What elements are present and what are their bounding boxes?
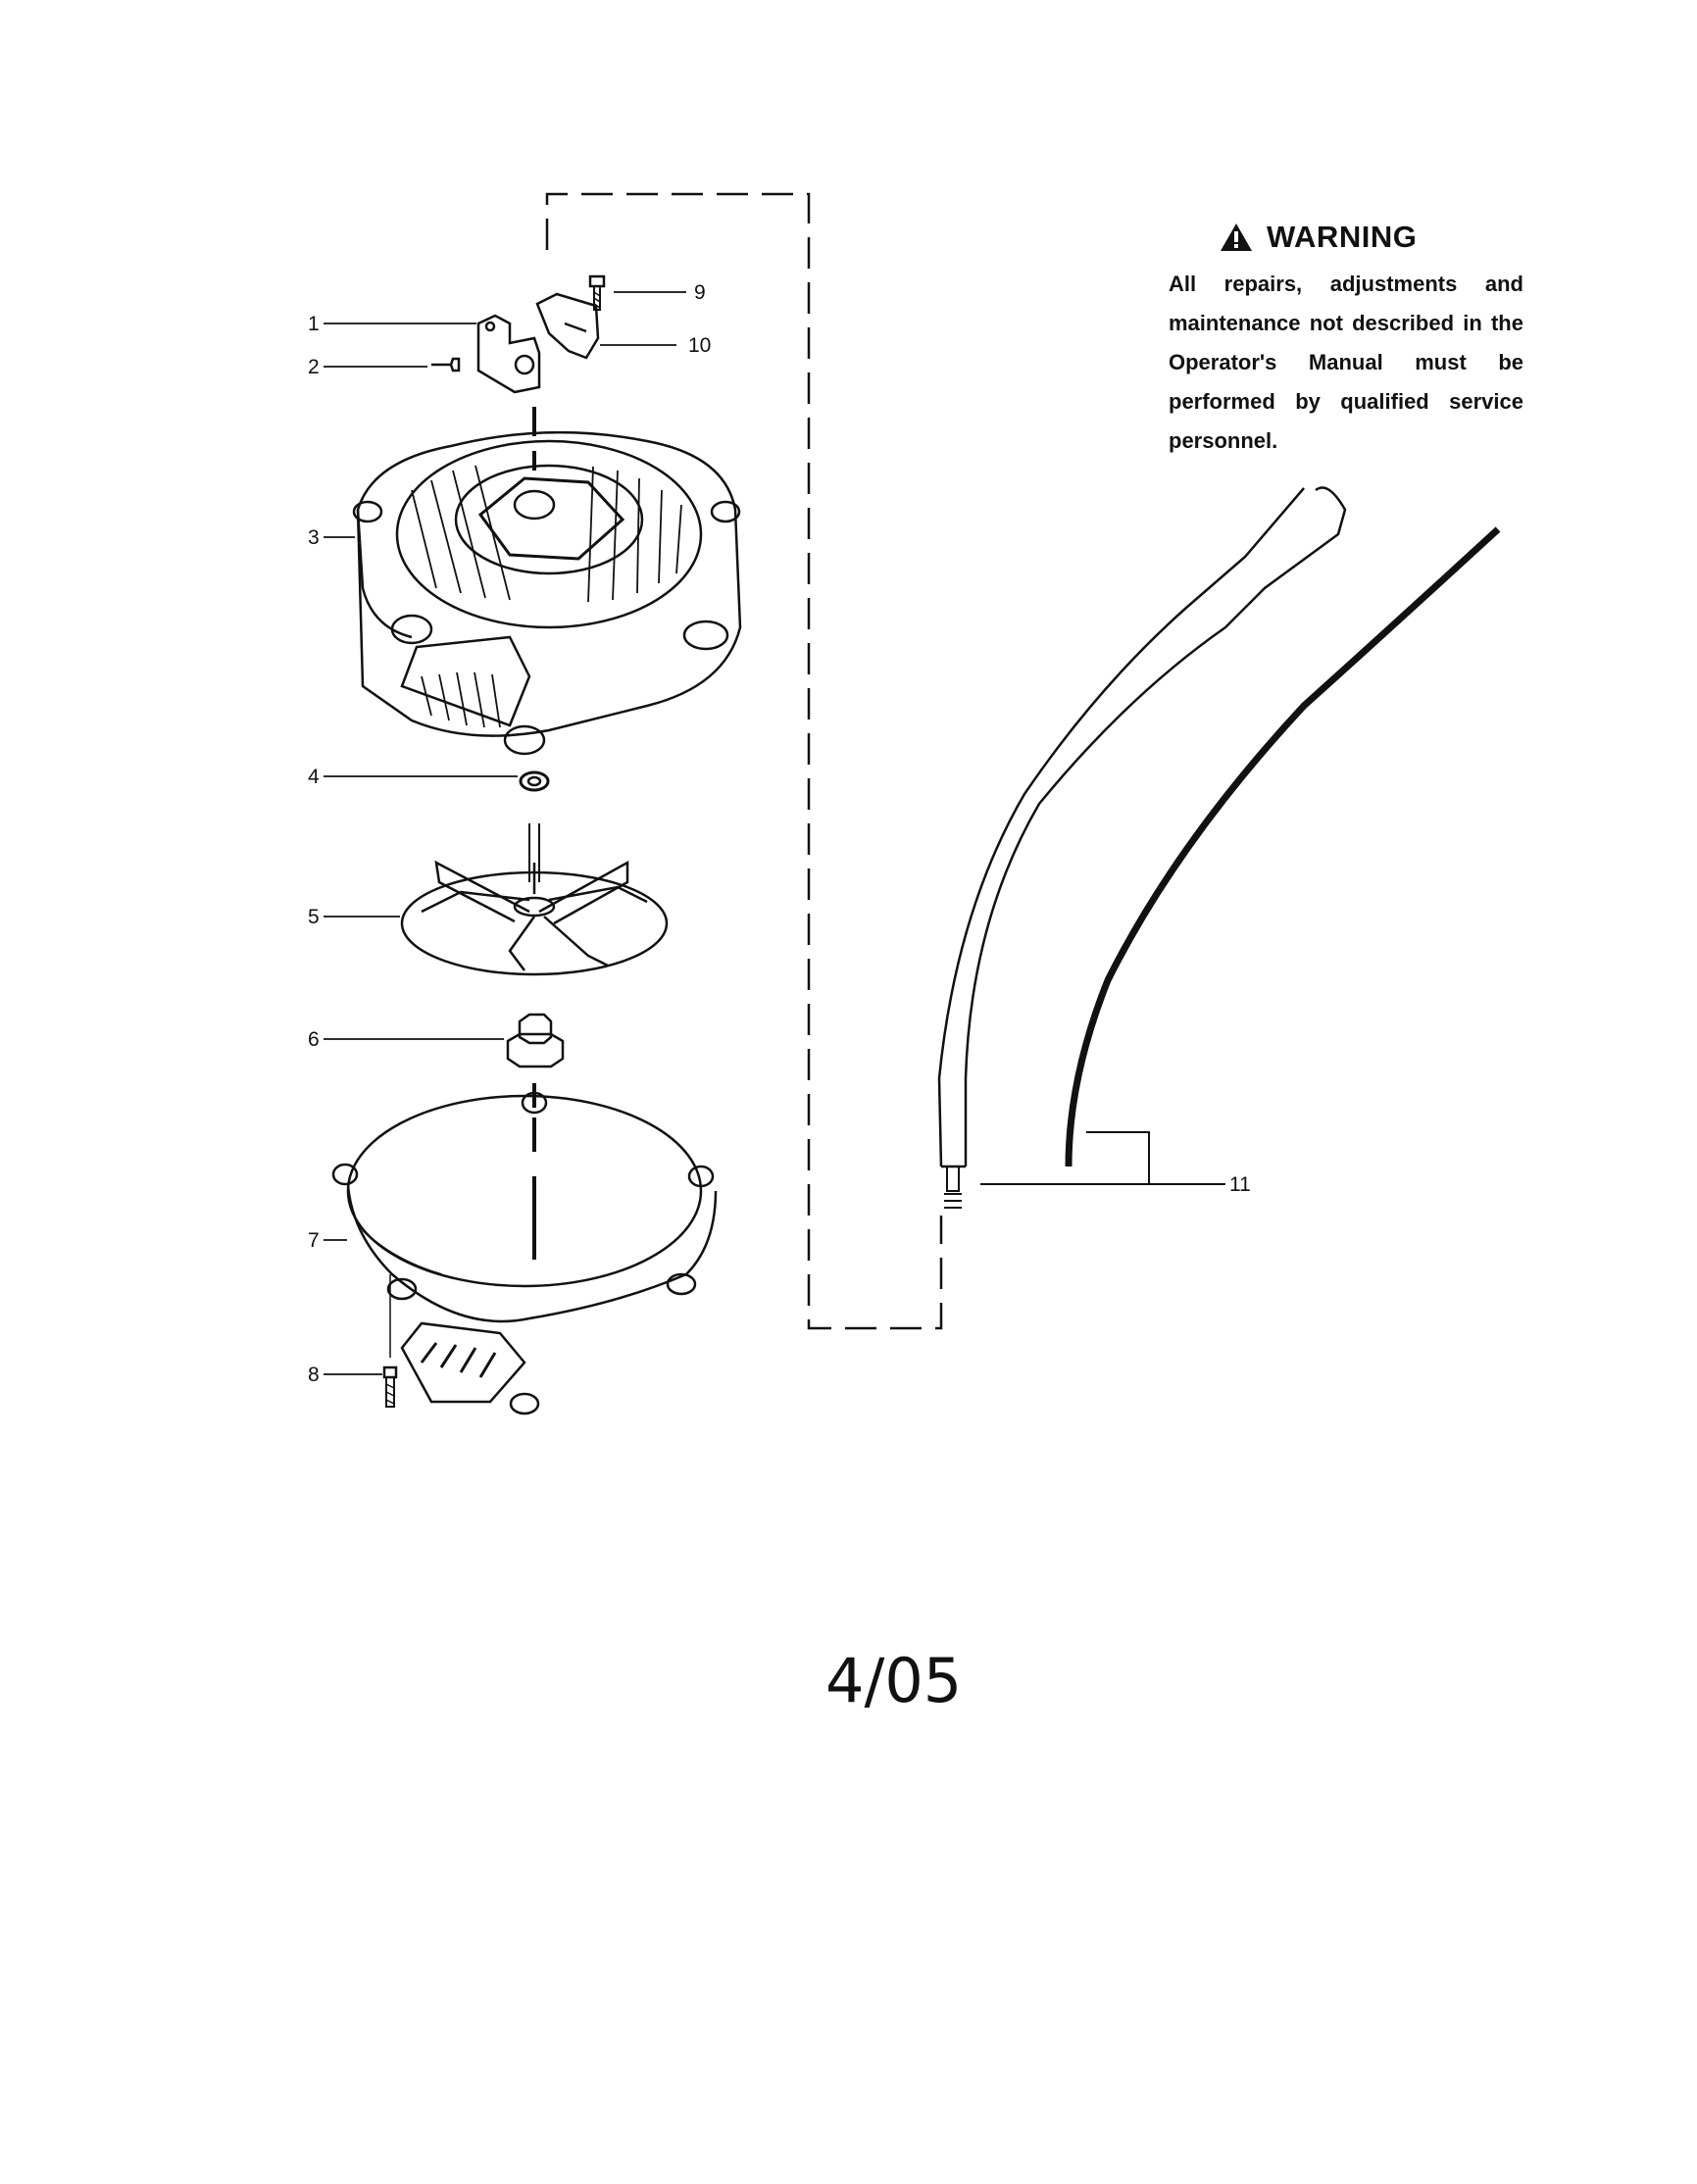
callout-11: 11 [1229, 1173, 1251, 1196]
callout-10: 10 [688, 334, 712, 357]
leader-lines [324, 291, 686, 1375]
part-3-fan-housing [352, 430, 742, 756]
part-5-impeller [400, 823, 669, 976]
callout-2: 2 [308, 356, 320, 378]
part-11-bracket-line [980, 1131, 1225, 1185]
part-1-bracket [476, 314, 541, 394]
assembly-dashed-path [545, 192, 943, 1330]
warning-box: WARNING All repairs, adjustments and mai… [1169, 220, 1523, 461]
callout-4: 4 [308, 766, 320, 788]
part-7-fan-cover [331, 1091, 718, 1415]
part-6-nut [506, 1013, 565, 1068]
callout-3: 3 [308, 526, 320, 549]
warning-text: All repairs, adjustments and maintenance… [1169, 272, 1523, 453]
part-4-washer [519, 770, 550, 792]
part-11-drive-shaft [1065, 526, 1501, 1167]
part-11-drive-tube [937, 486, 1347, 1209]
part-2-screw [431, 357, 461, 372]
callout-7: 7 [308, 1229, 320, 1252]
callout-6: 6 [308, 1028, 320, 1051]
callout-5: 5 [308, 906, 320, 928]
footer-date: 4/05 [825, 1645, 963, 1716]
warning-title: WARNING [1267, 220, 1418, 254]
callout-1: 1 [308, 313, 320, 335]
part-8-screw [382, 1274, 398, 1408]
warning-triangle-icon [1221, 223, 1252, 251]
part-10-clamp [535, 292, 600, 360]
warning-title-row: WARNING [1220, 220, 1523, 255]
callout-9: 9 [694, 281, 706, 304]
callout-8: 8 [308, 1364, 320, 1386]
